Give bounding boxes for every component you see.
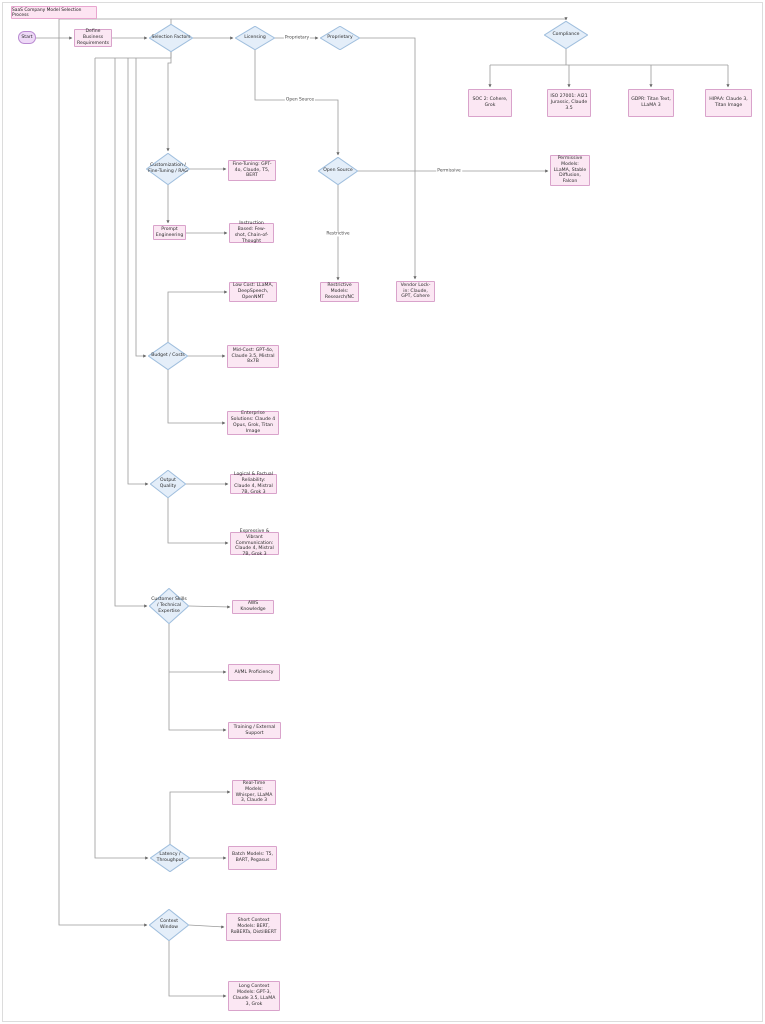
node-enterprise-solutions: Enterprise Solutions: Claude 4 Opus, Gro… [227,411,279,435]
node-low-cost: Low Cost: LLaMA, DeepSpeech, OpenNMT [229,282,277,302]
node-prompt-engineering: Prompt Engineering [153,225,186,240]
node-iso-27001: ISO 27001: AI21 Jurassic, Claude 3.5 [547,89,591,117]
node-hipaa: HIPAA: Claude 3, Titan Image [705,89,752,117]
node-mid-cost: Mid-Cost: GPT-4o, Claude 3.5, Mistral 8x… [227,345,279,368]
diamond-shape [544,21,588,49]
node-customer-skills: Customer Skills / Technical Expertise [149,588,189,624]
node-context-window-label: Context Window [159,919,179,930]
diamond-shape [235,26,275,50]
edge-selection-outputquality [127,58,149,486]
node-budget-costs-label: Budget / Costs [151,353,185,359]
diamond-shape [149,24,193,52]
node-aiml-proficiency: AI/ML Proficiency [228,664,280,681]
node-output-quality-label: Output Quality [159,478,177,489]
diamond-shape [150,844,190,872]
edge-selection-customerskills [114,58,148,608]
edge-proprietary-vendorlockin [360,37,417,280]
edge-contextwindow-long [168,941,227,998]
node-aws-knowledge: AWS Knowledge [232,600,274,614]
node-expressive-communication: Expressive & Vibrant Communication: Clau… [230,529,279,557]
diamond-shape [320,26,360,50]
node-real-time-models: Real-Time Models: Whisper, LLaMA 3, Clau… [232,780,276,805]
node-budget-costs: Budget / Costs [148,342,188,370]
node-define-business-requirements: Define Business Requirements [74,29,112,47]
diamond-shape [148,342,188,370]
diamond-shape [150,470,186,498]
edge-selection-contextwindow [58,18,172,927]
edge-selection-latency [94,58,149,860]
edge-contextwindow-short [188,924,225,929]
node-long-context-models: Long Context Models: GPT-3, Claude 3.5, … [228,981,280,1011]
node-fine-tuning: Fine-Tuning: GPT-4o, Claude, T5, BERT [228,160,276,181]
node-training-support: Training / External Support [228,722,281,739]
edge-label-permissive: Permissive [436,168,462,174]
node-customization: Customization / Fine-Tuning / RAG [146,153,190,185]
diagram-title: SaaS Company Model Selection Process [11,6,97,19]
node-short-context-models: Short Context Models: BERT, RoBERTa, Dis… [226,913,281,941]
edge-customerskills-aws [188,605,231,609]
edge-label-restrictive: Restrictive [325,231,351,237]
edge-selection-budget [135,58,147,358]
node-permissive-models: Permissive Models: LLaMA, Stable Diffusi… [550,155,590,186]
node-restrictive-models: Restrictive Models: Research/NC [320,282,359,302]
node-open-source-label: Open Source [323,168,353,174]
diamond-shape [146,153,190,185]
node-customization-label: Customization / Fine-Tuning / RAG [148,163,188,174]
node-proprietary: Proprietary [320,26,360,50]
node-vendor-lockin: Vendor Lock-in: Claude, GPT, Cohere [396,281,435,302]
node-gdpr: GDPR: Titan Text, LLaMA 3 [628,89,674,117]
diamond-shape [149,588,189,624]
node-start: Start [18,31,36,44]
diamond-shape [149,909,189,941]
edge-selection-customization [166,52,172,152]
node-selection-factors: Selection Factors [149,24,193,52]
node-proprietary-label: Proprietary [327,35,353,41]
edge-licensing-opensource [254,50,340,156]
edge-label-open-source: Open Source [284,97,316,103]
edge-budget-lowcost [167,290,228,342]
node-latency-throughput: Latency / Throughput [150,844,190,872]
node-instruction-based: Instruction Based: Few-shot, Chain-of-Th… [229,221,274,244]
edge-customerskills-training [168,624,227,732]
node-compliance: Compliance [544,21,588,49]
node-batch-models: Batch Models: T5, BART, Pegasus [228,846,277,870]
edge-outputquality-expressive [167,498,229,545]
edge-selection-compliance [171,17,568,21]
edge-label-proprietary: Proprietary [283,35,311,41]
node-selection-factors-label: Selection Factors [151,35,191,41]
edge-connectors [36,17,730,998]
node-open-source: Open Source [318,157,358,185]
node-context-window: Context Window [149,909,189,941]
node-logical-reliability: Logical & Factual Reliability: Claude 4,… [230,472,277,495]
diamond-shape [318,157,358,185]
node-soc2: SOC 2: Cohere, Grok [468,89,512,117]
node-compliance-label: Compliance [552,32,580,38]
node-latency-throughput-label: Latency / Throughput [156,852,184,863]
node-customer-skills-label: Customer Skills / Technical Expertise [151,597,187,614]
edge-latency-realtime [169,790,231,844]
node-licensing-label: Licensing [244,35,266,41]
node-output-quality: Output Quality [150,470,186,498]
edge-budget-enterprise [167,370,226,425]
node-licensing: Licensing [235,26,275,50]
